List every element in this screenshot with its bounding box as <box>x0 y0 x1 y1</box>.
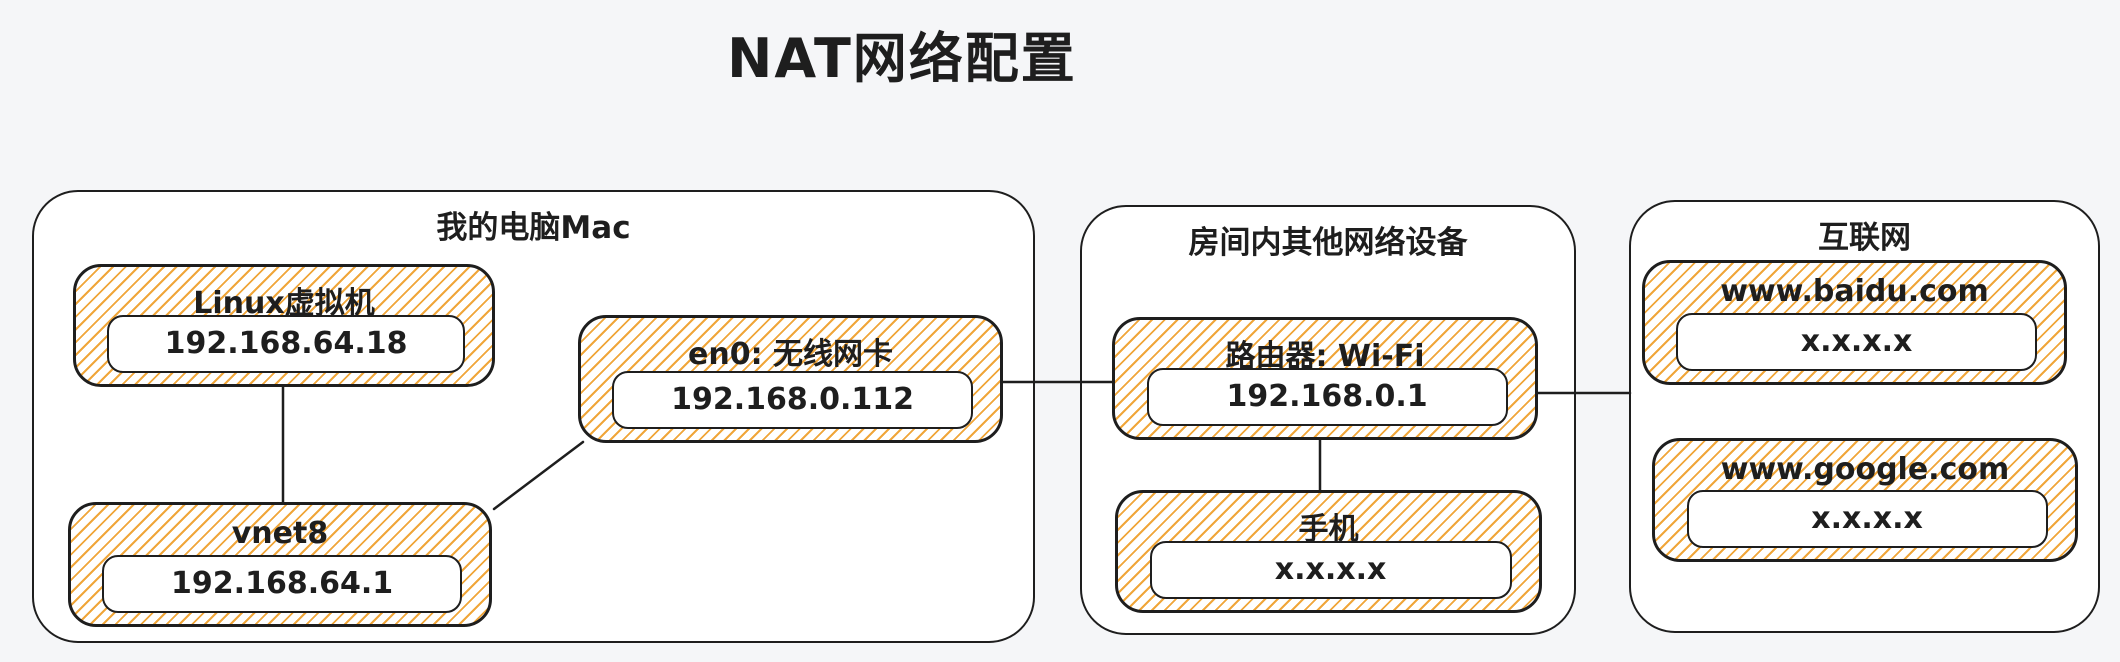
node-linux-vm-address: 192.168.64.18 <box>107 315 465 373</box>
node-en0-wireless-address: 192.168.0.112 <box>612 371 973 429</box>
node-vnet8-label: vnet8 <box>231 516 329 551</box>
connector-vnet8-en0 <box>492 440 585 511</box>
node-phone-address: x.x.x.x <box>1149 541 1512 599</box>
node-baidu: www.baidu.com x.x.x.x <box>1642 260 2067 385</box>
node-baidu-address: x.x.x.x <box>1676 313 2037 371</box>
node-google: www.google.com x.x.x.x <box>1652 438 2078 562</box>
node-vnet8-address: 192.168.64.1 <box>102 555 462 613</box>
node-en0-wireless-label: en0: 无线网卡 <box>687 337 894 372</box>
node-router-wifi-address: 192.168.0.1 <box>1146 368 1508 426</box>
node-en0-wireless: en0: 无线网卡 192.168.0.112 <box>578 315 1003 443</box>
node-vnet8: vnet8 192.168.64.1 <box>68 502 492 627</box>
node-google-label: www.google.com <box>1720 452 2010 487</box>
node-router-wifi: 路由器: Wi-Fi 192.168.0.1 <box>1112 317 1538 440</box>
diagram-title: NAT网络配置 <box>727 27 1077 90</box>
node-baidu-label: www.baidu.com <box>1720 274 1989 309</box>
group-internet-label: 互联网 <box>1818 220 1911 256</box>
group-room-devices-label: 房间内其他网络设备 <box>1188 225 1468 261</box>
node-linux-vm: Linux虚拟机 192.168.64.18 <box>73 264 495 387</box>
group-my-mac-label: 我的电脑Mac <box>436 210 631 246</box>
node-google-address: x.x.x.x <box>1686 490 2048 548</box>
node-phone: 手机 x.x.x.x <box>1115 490 1542 613</box>
